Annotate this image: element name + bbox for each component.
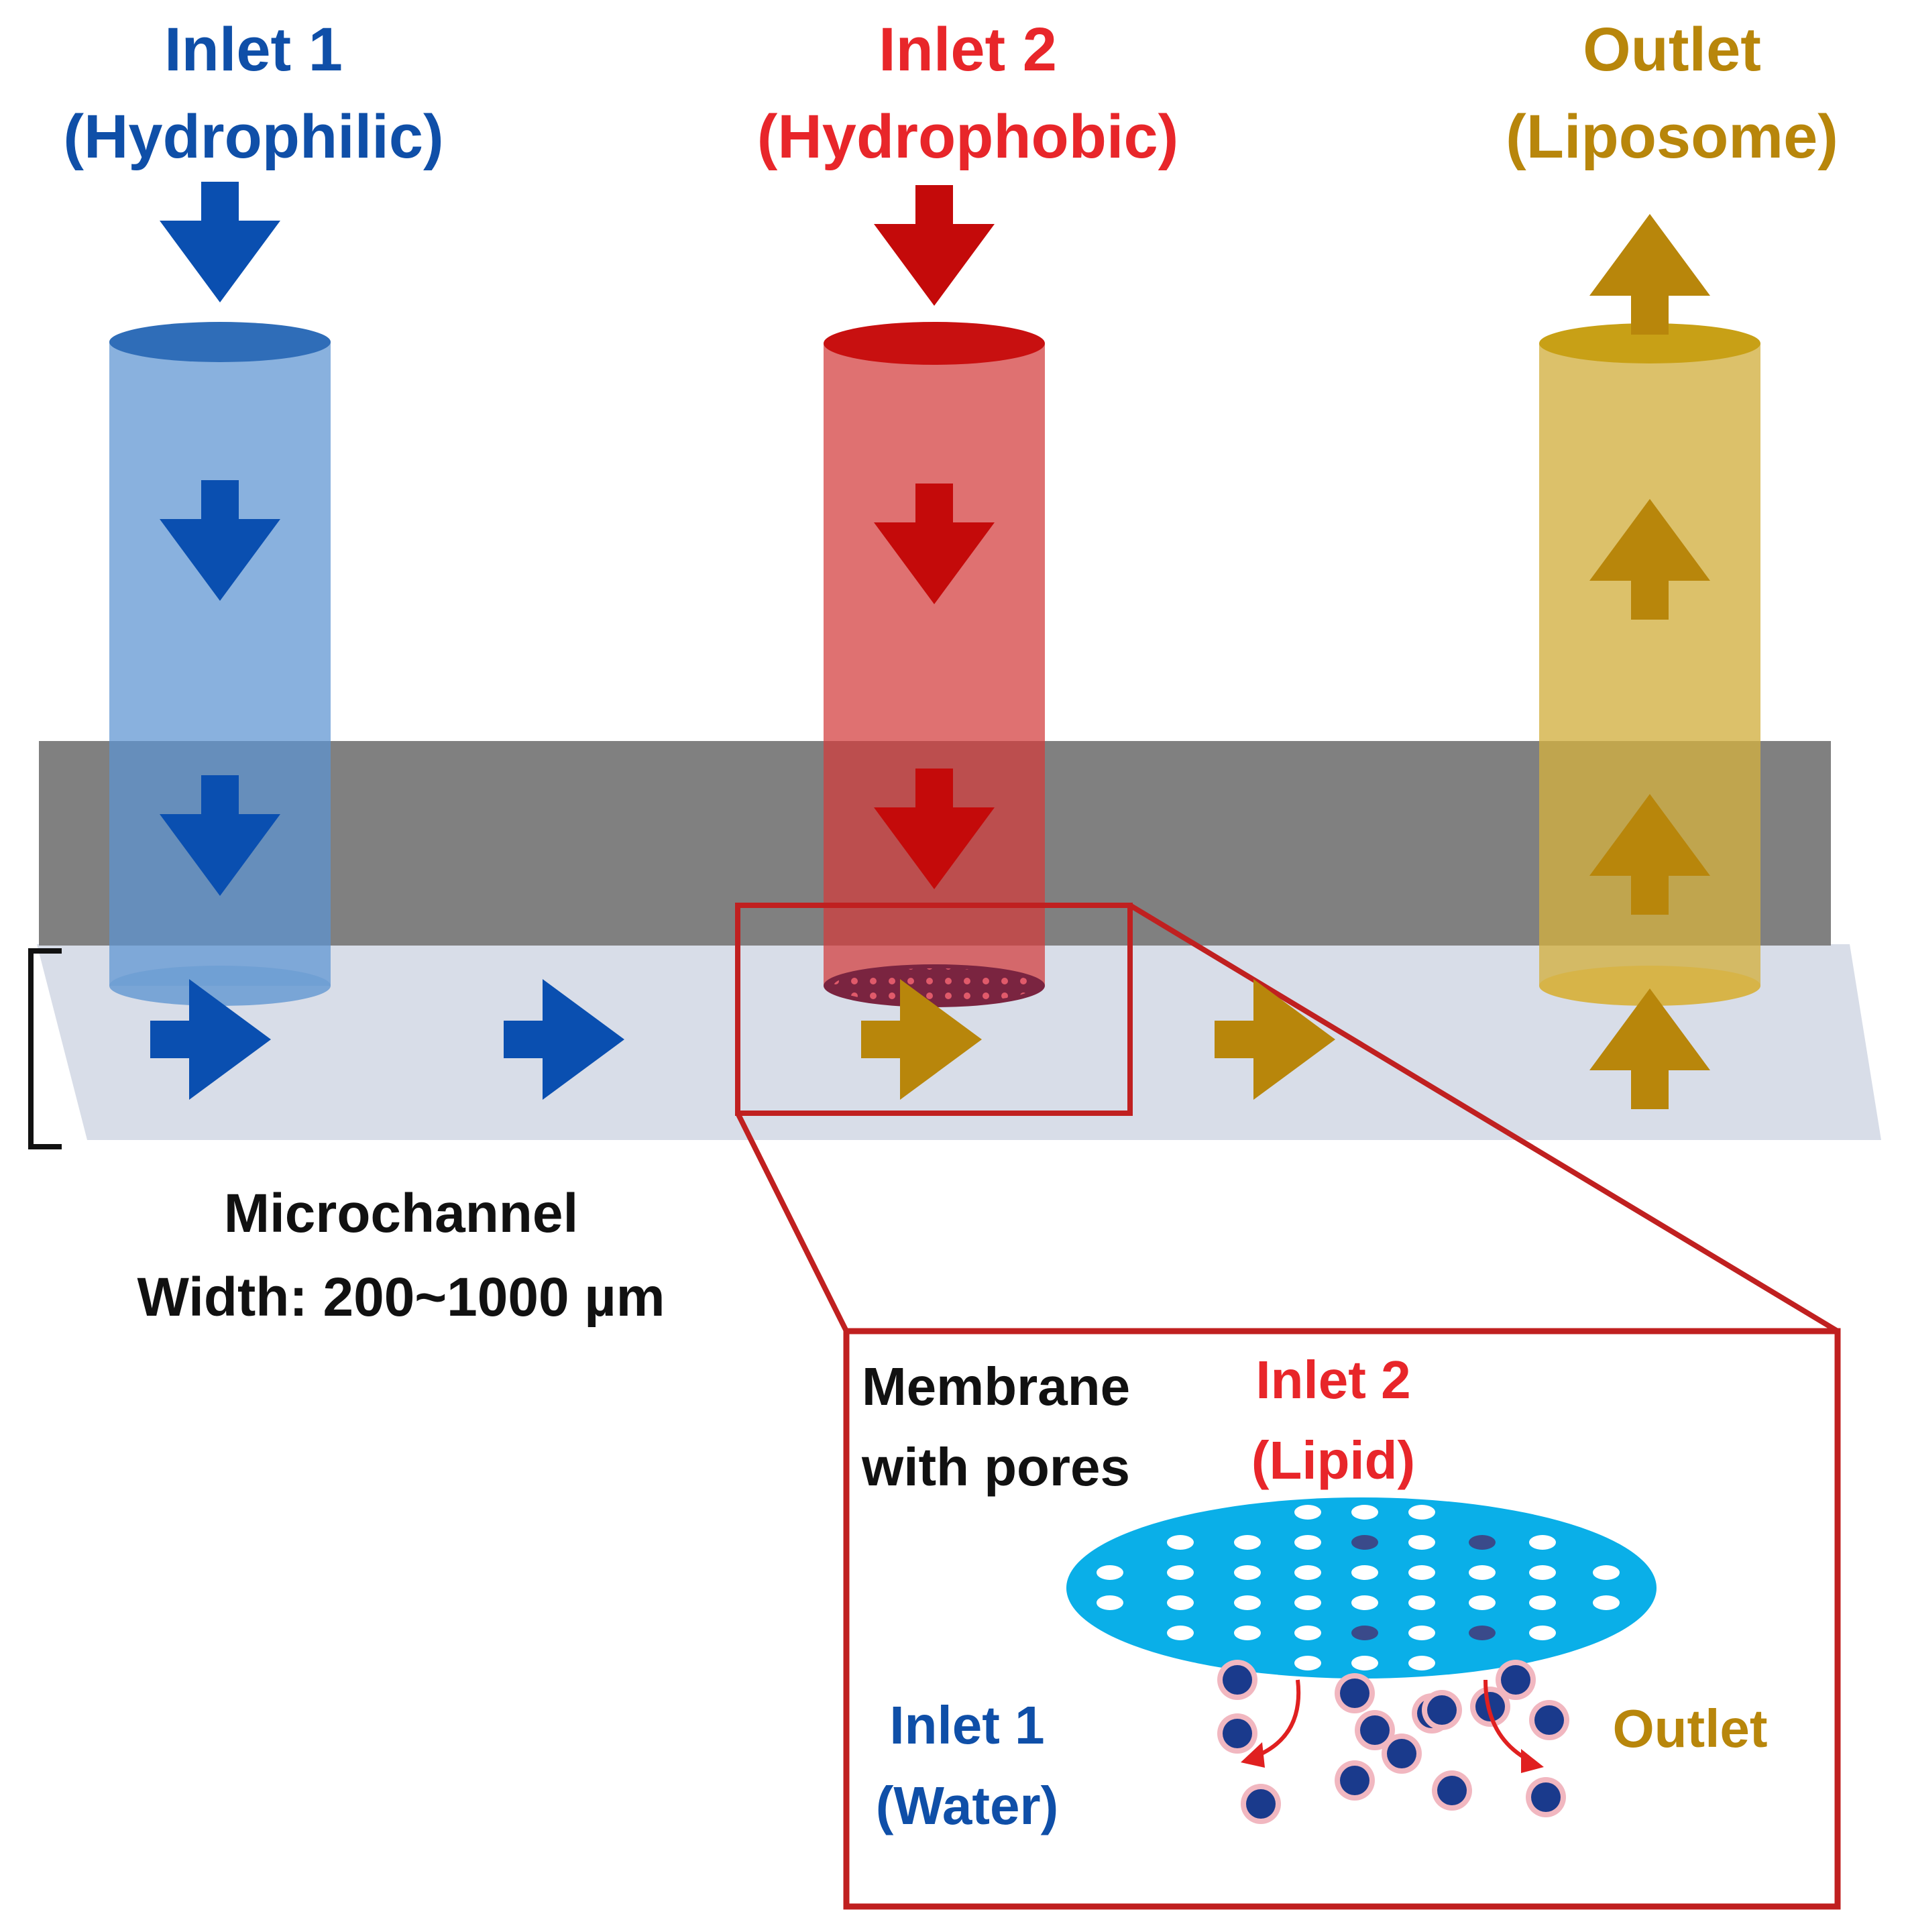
arrow-right-icon <box>1215 979 1335 1100</box>
arrow-down-icon <box>160 182 280 302</box>
inlet2-subtitle: (Hydrophobic) <box>757 103 1179 171</box>
membrane-pore <box>1351 1565 1378 1580</box>
inset-inlet2-label: Inlet 2 <box>1255 1350 1410 1410</box>
membrane-pore <box>1294 1505 1321 1520</box>
membrane-pore <box>1294 1595 1321 1610</box>
arrow-down-icon <box>874 769 995 889</box>
inlet1-subtitle: (Hydrophilic) <box>63 103 443 171</box>
microchannel-label: Microchannel <box>224 1183 579 1244</box>
arrow-right-icon <box>504 979 624 1100</box>
membrane-pore <box>1234 1565 1261 1580</box>
inset-inlet1-water-label: (Water) <box>876 1776 1059 1835</box>
inset-inlet2-lipid-label: (Lipid) <box>1251 1430 1415 1490</box>
membrane-pore <box>1351 1626 1378 1640</box>
curve-arrowhead-right <box>1521 1749 1544 1773</box>
flow-arrows <box>150 182 1710 1796</box>
membrane-pore <box>1097 1565 1123 1580</box>
outlet-cylinder <box>1539 323 1760 1006</box>
membrane-pore <box>1593 1565 1620 1580</box>
membrane-pore <box>1167 1535 1194 1550</box>
arrow-down-icon <box>160 480 280 601</box>
membrane-pore <box>1408 1626 1435 1640</box>
liposome-particle <box>1531 1782 1561 1812</box>
liposome-particles <box>1217 1660 1569 1824</box>
membrane-pore <box>1294 1626 1321 1640</box>
porous-membrane <box>1066 1497 1657 1679</box>
inlet1-title: Inlet 1 <box>164 15 343 84</box>
liposome-particle <box>1246 1789 1276 1819</box>
membrane-pore <box>1408 1535 1435 1550</box>
liposome-particle <box>1223 1665 1252 1695</box>
inlet2-title: Inlet 2 <box>879 15 1057 84</box>
inlet2-cylinder <box>824 322 1045 1007</box>
arrow-up-icon <box>1589 794 1710 915</box>
zoom-connector <box>735 903 1840 1334</box>
arrow-down-icon <box>874 484 995 604</box>
membrane-pore <box>1408 1505 1435 1520</box>
inset-membrane-label: Membrane <box>862 1357 1130 1416</box>
liposome-flow-curves <box>1253 1679 1530 1762</box>
membrane-pore <box>1593 1595 1620 1610</box>
arrow-down-icon <box>874 185 995 306</box>
membrane-pore <box>1234 1626 1261 1640</box>
microchannel-width-label: Width: 200~1000 µm <box>137 1267 665 1328</box>
liposome-particle <box>1427 1695 1457 1725</box>
membrane-pore <box>1351 1535 1378 1550</box>
liposome-particle <box>1223 1719 1252 1748</box>
arrow-up-icon <box>1589 214 1710 335</box>
membrane-pore <box>1294 1656 1321 1670</box>
membrane-pore <box>1294 1535 1321 1550</box>
membrane-pore <box>1351 1656 1378 1670</box>
membrane-pore <box>1469 1565 1496 1580</box>
membrane-pore <box>1529 1535 1556 1550</box>
liposome-particle <box>1340 1766 1369 1795</box>
arrow-down-icon <box>160 775 280 896</box>
membrane-pore <box>1529 1595 1556 1610</box>
membrane-pore <box>1408 1595 1435 1610</box>
inlet1-cylinder <box>109 322 331 1006</box>
inset-membrane-label-2: with pores <box>861 1437 1130 1497</box>
liposome-particle <box>1387 1739 1416 1768</box>
membrane-pore <box>1167 1626 1194 1640</box>
membrane-pore <box>1097 1595 1123 1610</box>
membrane-pore <box>1408 1656 1435 1670</box>
inset-inlet1-label: Inlet 1 <box>889 1695 1044 1755</box>
outlet-title: Outlet <box>1583 15 1761 84</box>
channel-height-bracket <box>28 948 62 1149</box>
inset-outlet-label: Outlet <box>1612 1699 1767 1758</box>
membrane-pore <box>1469 1626 1496 1640</box>
outlet-subtitle: (Liposome) <box>1506 103 1838 171</box>
arrow-right-icon <box>861 979 982 1100</box>
membrane-pore <box>1529 1626 1556 1640</box>
membrane-pore <box>1469 1535 1496 1550</box>
membrane-pore <box>1529 1565 1556 1580</box>
membrane-pore <box>1294 1565 1321 1580</box>
liposome-particle <box>1360 1715 1390 1745</box>
liposome-particle <box>1340 1679 1369 1708</box>
liposome-particle <box>1534 1705 1564 1735</box>
membrane-pore <box>1234 1595 1261 1610</box>
arrow-up-icon <box>1589 499 1710 620</box>
liposome-particle <box>1501 1665 1530 1695</box>
arrow-right-icon <box>150 979 271 1100</box>
membrane-pore <box>1167 1595 1194 1610</box>
membrane-pore <box>1167 1565 1194 1580</box>
membrane-pore <box>1351 1505 1378 1520</box>
membrane-pore <box>1408 1565 1435 1580</box>
curve-arrowhead-left <box>1241 1742 1265 1768</box>
membrane-pore <box>1234 1535 1261 1550</box>
membrane-pore <box>1351 1595 1378 1610</box>
liposome-particle <box>1437 1776 1467 1805</box>
membrane-pore <box>1469 1595 1496 1610</box>
arrow-up-icon <box>1589 988 1710 1109</box>
